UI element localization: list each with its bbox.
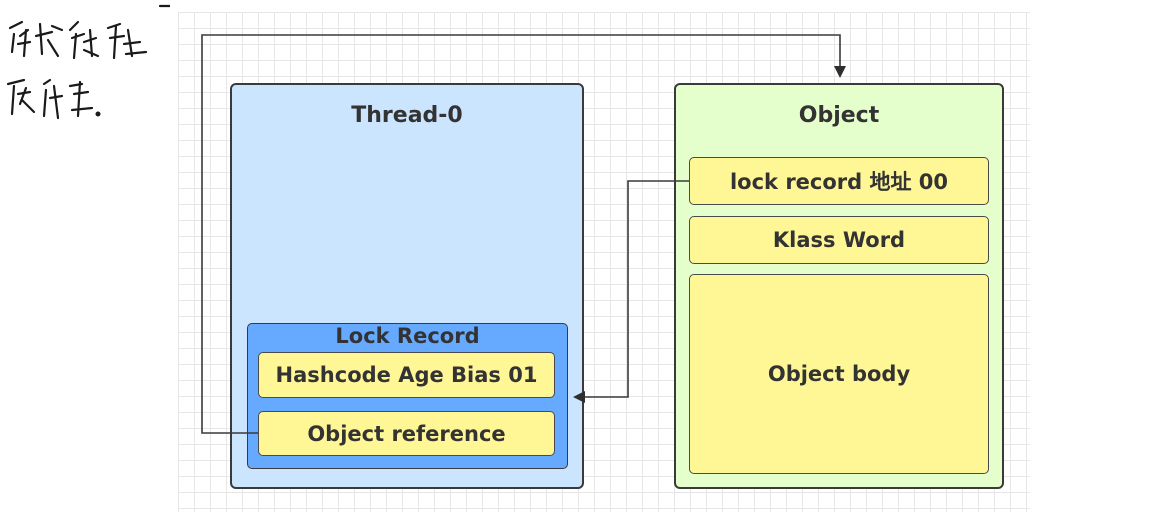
object-title: Object	[798, 103, 880, 128]
object-reference-field: Object reference	[258, 411, 555, 456]
object-body-field: Object body	[689, 274, 989, 474]
hashcode-age-bias-field: Hashcode Age Bias 01	[258, 352, 555, 398]
lock-record-address-field: lock record 地址 00	[689, 157, 989, 205]
klass-word-field: Klass Word	[689, 216, 989, 264]
handwritten-annotation	[6, 4, 170, 120]
thread-title: Thread-0	[351, 103, 463, 128]
lock-record-title: Lock Record	[335, 324, 480, 348]
